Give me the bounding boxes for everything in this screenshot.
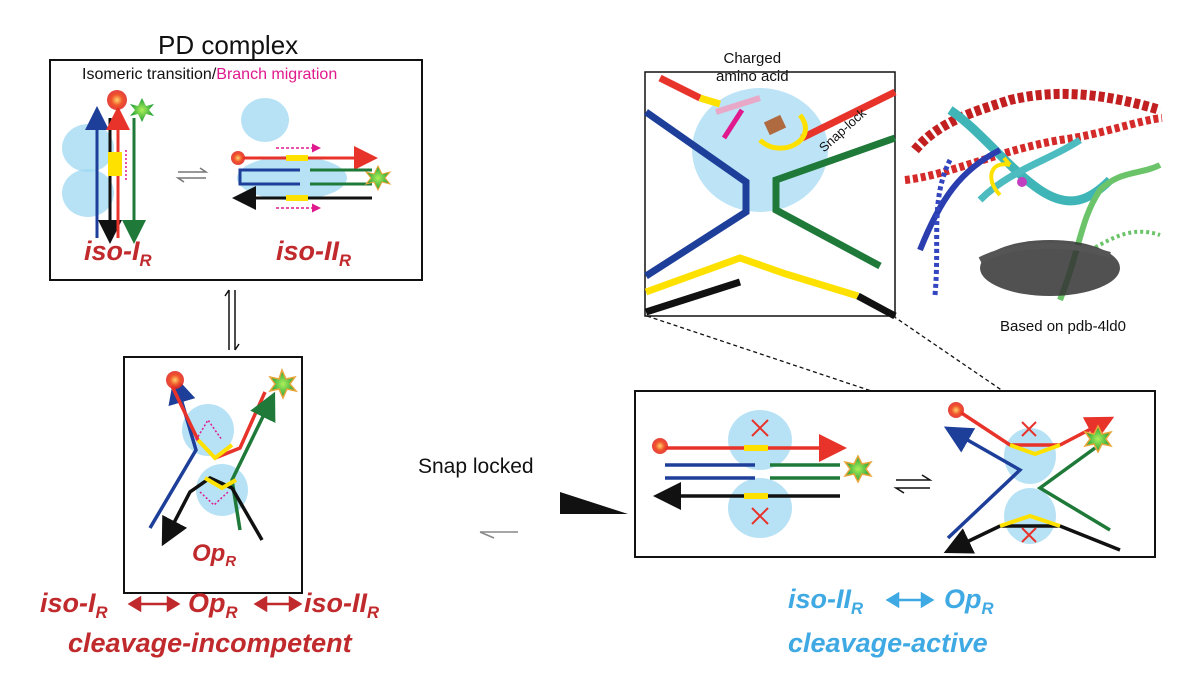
green-fluorophore-icon: [1083, 424, 1113, 454]
subscript-R: R: [981, 598, 994, 618]
red-strand: [658, 74, 702, 102]
red-fluorophore-icon: [231, 151, 245, 165]
isomeric-transition-text: Isomeric transition/: [82, 66, 217, 83]
blue-strand: [643, 109, 750, 279]
junction-segment: [108, 152, 122, 176]
green-fluorophore-icon: [268, 367, 299, 400]
iso-I-eq-label: iso-IR: [40, 588, 108, 623]
protein-blob: [241, 98, 289, 142]
protein-blob: [728, 478, 792, 538]
iso-I-text: iso-I: [40, 588, 96, 618]
blocked-icon: [751, 419, 769, 437]
subscript-R: R: [225, 602, 238, 622]
subscript-R: R: [851, 598, 864, 618]
red-fluorophore-icon: [166, 371, 184, 389]
residue-block: [763, 114, 787, 136]
pdb-source-label: Based on pdb-4ld0: [1000, 318, 1126, 335]
blocked-icon: [751, 507, 769, 525]
vertical-equilibrium-arrows: [224, 289, 240, 351]
green-fluorophore-icon: [364, 164, 392, 192]
snap-locked-arrow: [410, 492, 628, 539]
cleavage-active-label: cleavage-active: [788, 628, 988, 658]
blocked-icon: [1021, 527, 1037, 543]
op-box: [123, 356, 303, 594]
snap-lock-arrow-icon: [758, 113, 808, 151]
blue-strand: [665, 463, 755, 480]
op-eq-label: OpR: [188, 588, 238, 623]
junction-segment: [999, 513, 1061, 528]
iso-II-text: iso-II: [788, 584, 852, 614]
junction-segment: [196, 438, 234, 461]
black-strand: [856, 292, 897, 320]
junction-segment: [286, 155, 308, 161]
protein-blob: [692, 88, 828, 212]
pd-complex-title: PD complex: [158, 30, 299, 60]
op-label: OpR: [192, 540, 236, 570]
protein-blob: [62, 169, 114, 217]
op-text: Op: [188, 588, 226, 618]
equilibrium-arrows: [175, 167, 209, 183]
iso-II-text: iso-II: [304, 588, 368, 618]
iso-II-eq-label: iso-IIR: [304, 588, 379, 623]
black-strand: [161, 475, 264, 547]
green-fluorophore-icon: [130, 98, 154, 122]
charged-text: Charged: [723, 50, 782, 67]
junction-segment: [1009, 443, 1061, 457]
active-complex-box: [634, 390, 1156, 558]
protein-blob: [237, 156, 347, 200]
subscript-R: R: [225, 554, 237, 571]
black-strand: [943, 524, 1121, 554]
red-strand: [959, 410, 1115, 447]
red-fluorophore-icon: [948, 402, 964, 418]
junction-segment: [698, 94, 722, 108]
red-double-arrows: [127, 595, 303, 613]
amino-acid-text: amino acid: [716, 68, 789, 85]
iso-II-label: iso-IIR: [276, 236, 351, 271]
iso-II-text: iso-II: [276, 236, 340, 266]
iso-I-label: iso-IR: [84, 236, 152, 271]
red-strand: [800, 88, 897, 142]
green-strand: [772, 134, 897, 270]
blue-strand: [943, 426, 1023, 540]
junction-segment: [203, 476, 237, 491]
junction-segment: [286, 195, 308, 201]
junction-segment: [644, 254, 860, 300]
iso-II-active-label: iso-IIR: [788, 584, 863, 619]
pink-segment: [715, 95, 761, 115]
red-fluorophore-icon: [107, 90, 127, 110]
op-active-label: OpR: [944, 584, 994, 619]
subscript-R: R: [339, 250, 352, 270]
blocked-icon: [1021, 421, 1037, 437]
black-strand: [644, 278, 742, 316]
protein-blob: [62, 124, 114, 172]
subscript-R: R: [95, 602, 108, 622]
charged-residue: [721, 108, 745, 140]
isomeric-transition-label: Isomeric transition/Branch migration: [82, 66, 337, 84]
protein-blob: [728, 410, 792, 470]
junction-segment: [744, 493, 768, 499]
iso-I-text: iso-I: [84, 236, 140, 266]
protein-structure-image: [900, 82, 1165, 302]
subscript-R: R: [139, 250, 152, 270]
blue-strand: [238, 168, 300, 186]
green-strand: [1036, 446, 1111, 532]
blue-double-arrow: [885, 591, 935, 609]
branch-migration-text: Branch migration: [216, 66, 338, 83]
snap-locked-label: Snap locked: [418, 455, 534, 478]
subscript-R: R: [367, 602, 380, 622]
equilibrium-arrows: [893, 474, 933, 494]
junction-segment: [744, 445, 768, 451]
green-strand: [310, 168, 372, 186]
pd-complex-box: [49, 59, 423, 281]
green-fluorophore-icon: [843, 454, 873, 484]
red-fluorophore-icon: [652, 438, 668, 454]
green-strand: [770, 463, 840, 480]
op-text: Op: [944, 584, 982, 614]
cleavage-incompetent-label: cleavage-incompetent: [68, 628, 352, 658]
zoom-inset: [643, 71, 897, 320]
op-text: Op: [192, 540, 226, 567]
